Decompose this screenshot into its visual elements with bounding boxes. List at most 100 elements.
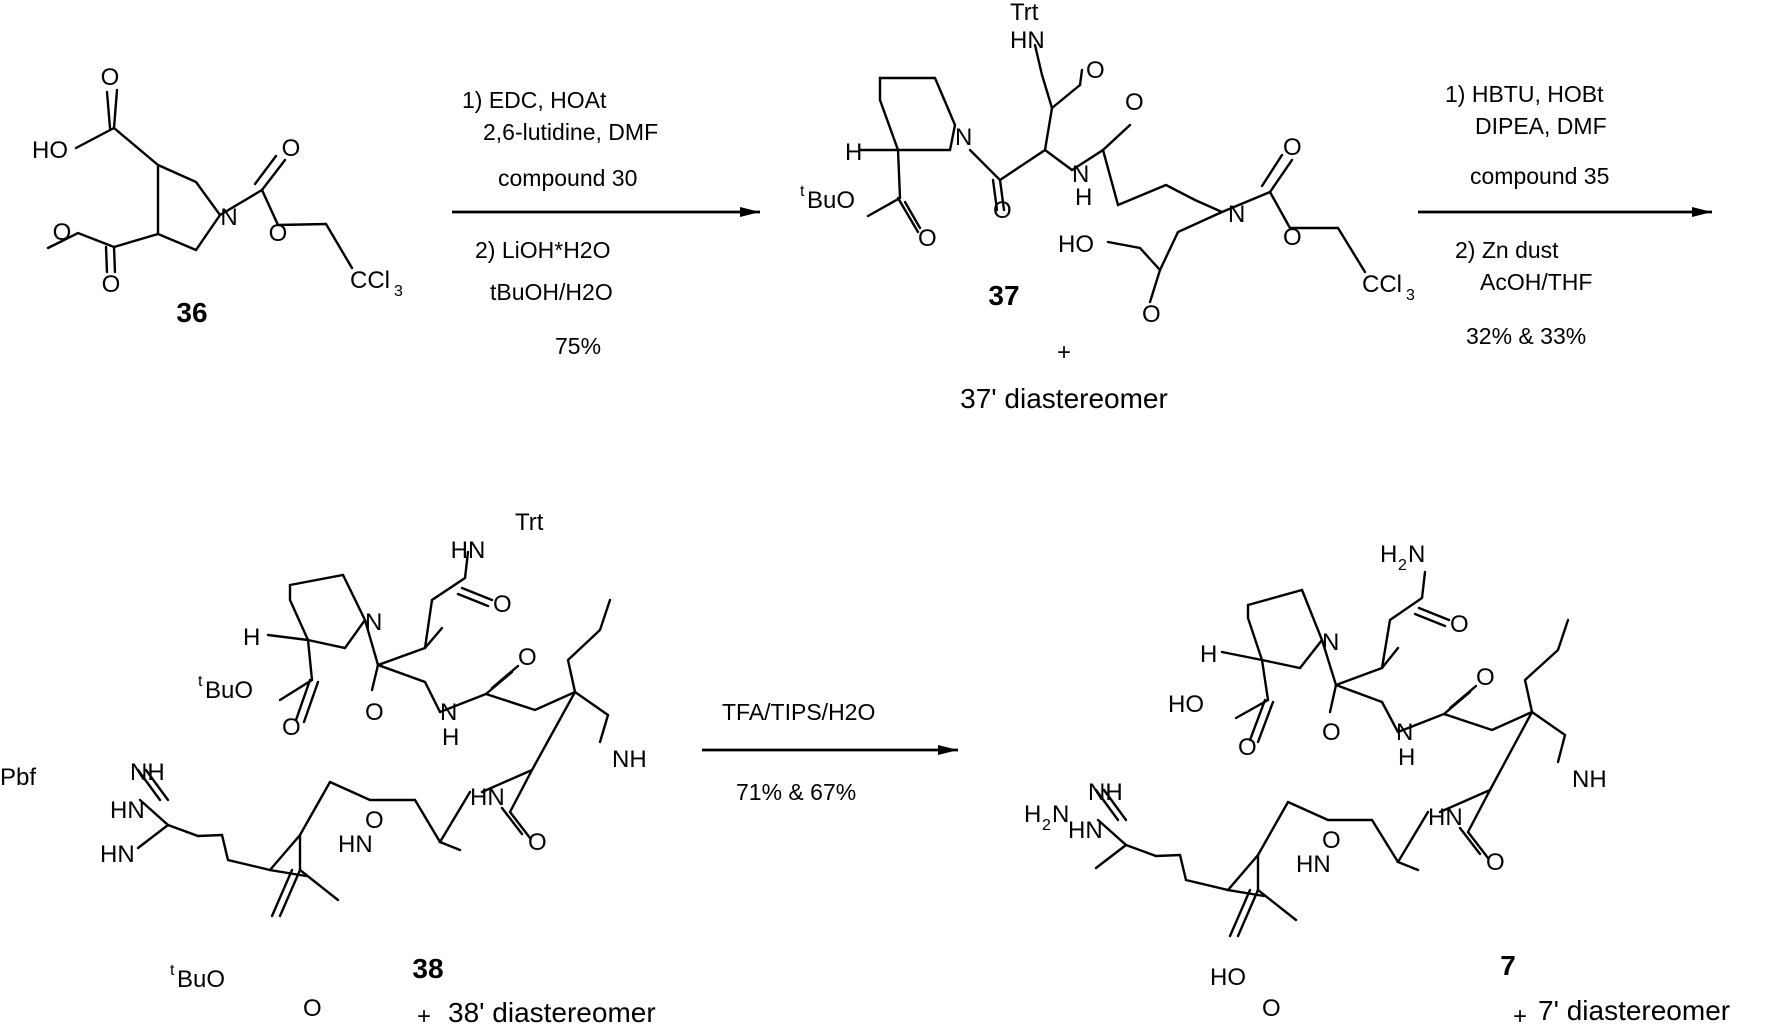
atom-NH: NH [1088, 779, 1123, 806]
atom-O: O [303, 995, 322, 1022]
atom-O: O [528, 829, 547, 856]
step2-conditions: 1) HBTU, HOBt DIPEA, DMF compound 35 2) … [1445, 81, 1609, 349]
atom-N: N [440, 699, 457, 726]
atom-O: O [269, 220, 288, 247]
atom-H: H [845, 139, 862, 166]
atom-NH: NH [130, 759, 165, 786]
step2-line-2: DIPEA, DMF [1475, 113, 1607, 139]
atom-HN: HN [1296, 851, 1331, 878]
compound-number-37: 37 [988, 280, 1019, 311]
atom-H: H [1398, 744, 1415, 771]
step3-conditions: TFA/TIPS/H2O 71% & 67% [722, 699, 875, 805]
atom-O: O [518, 644, 537, 671]
atom-O: O [1322, 719, 1341, 746]
step3-line-1: TFA/TIPS/H2O [722, 699, 875, 725]
plus-sign-37: + [1057, 339, 1071, 366]
compound-number-36: 36 [176, 297, 207, 328]
atom-O: O [1125, 89, 1144, 116]
compound-7-structure: H 2 N O H N HO O O N H O NH HN O O HN HN… [1024, 541, 1730, 1027]
atom-O: O [365, 699, 384, 726]
atom-N: N [1228, 201, 1245, 228]
atom-HO: HO [1058, 231, 1094, 258]
atom-N: N [365, 609, 382, 636]
atom-N: N [1322, 629, 1339, 656]
atom-O: O [282, 714, 301, 741]
atom-HN: HN [1010, 27, 1045, 54]
diastereomer-note-7: 7' diastereomer [1538, 995, 1730, 1026]
atom-H: H [243, 624, 260, 651]
atom-NH: NH [612, 746, 647, 773]
subscript-2: 2 [1042, 817, 1051, 834]
atom-O: O [1476, 664, 1495, 691]
subscript-3: 3 [394, 283, 403, 300]
atom-O: O [1086, 57, 1105, 84]
compound-37-structure: Trt HN O H N O t BuO O N H O N O O HO O … [800, 0, 1415, 414]
atom-O: O [1142, 301, 1161, 328]
step1-line-2: 2,6-lutidine, DMF [483, 119, 658, 145]
atom-Trt: Trt [1010, 0, 1039, 26]
atom-H2N-H: H [1380, 541, 1397, 568]
atom-HN: HN [470, 784, 505, 811]
step1-line-3: compound 30 [498, 165, 637, 191]
step1-line-4: 2) LiOH*H2O [475, 237, 610, 263]
atom-BuO: BuO [177, 966, 225, 993]
atom-O: O [53, 219, 72, 246]
atom-O: O [918, 225, 937, 252]
step2-line-3: compound 35 [1470, 163, 1609, 189]
compound-36-structure: O HO O O N O O CCl 3 36 [32, 64, 403, 328]
atom-O: O [1262, 995, 1281, 1022]
atom-O: O [493, 591, 512, 618]
atom-H: H [442, 724, 459, 751]
atom-HN: HN [110, 797, 145, 824]
atom-H: H [1200, 641, 1217, 668]
atom-H2N-N: N [1052, 801, 1069, 828]
plus-sign-7: + [1513, 1003, 1527, 1027]
step2-line-5: AcOH/THF [1480, 269, 1592, 295]
atom-CCl: CCl [1362, 271, 1402, 298]
atom-O: O [1283, 224, 1302, 251]
step2-line-6: 32% & 33% [1466, 323, 1586, 349]
atom-H2N-H: H [1024, 801, 1041, 828]
superscript-t: t [170, 962, 175, 979]
atom-HN: HN [100, 841, 135, 868]
step3-line-2: 71% & 67% [736, 779, 856, 805]
diastereomer-note-38: 38' diastereomer [448, 997, 656, 1027]
atom-HO: HO [32, 137, 68, 164]
superscript-t: t [800, 183, 805, 200]
superscript-t: t [198, 673, 203, 690]
atom-O: O [1486, 849, 1505, 876]
atom-O: O [1450, 611, 1469, 638]
atom-H2N-N: N [1408, 541, 1425, 568]
atom-Pbf: Pbf [0, 764, 36, 791]
atom-O: O [993, 197, 1012, 224]
atom-O: O [102, 271, 121, 298]
step1-conditions: 1) EDC, HOAt 2,6-lutidine, DMF compound … [462, 87, 658, 359]
atom-HO: HO [1210, 964, 1246, 991]
atom-N: N [1072, 161, 1089, 188]
atom-Trt: Trt [515, 509, 544, 536]
atom-NH: NH [1572, 766, 1607, 793]
atom-O: O [1283, 134, 1302, 161]
atom-N: N [955, 124, 972, 151]
step1-line-6: 75% [555, 333, 601, 359]
atom-N: N [220, 204, 237, 231]
atom-CCl: CCl [350, 267, 390, 294]
step1-line-5: tBuOH/H2O [490, 279, 613, 305]
compound-38-structure: Trt HN O H N t BuO O O N H O NH HN O O H… [0, 509, 656, 1027]
atom-O: O [282, 135, 301, 162]
atom-HN: HN [451, 537, 486, 564]
diastereomer-note-37: 37' diastereomer [960, 383, 1168, 414]
atom-BuO: BuO [807, 187, 855, 214]
atom-O: O [101, 64, 120, 91]
compound-number-7: 7 [1500, 950, 1516, 981]
step2-line-1: 1) HBTU, HOBt [1445, 81, 1604, 107]
atom-N: N [1396, 719, 1413, 746]
atom-HN: HN [1428, 804, 1463, 831]
atom-HN: HN [1068, 817, 1103, 844]
atom-O: O [1238, 734, 1257, 761]
plus-sign-38: + [417, 1003, 431, 1027]
compound-number-38: 38 [412, 953, 443, 984]
atom-HN: HN [338, 831, 373, 858]
atom-H: H [1075, 184, 1092, 211]
